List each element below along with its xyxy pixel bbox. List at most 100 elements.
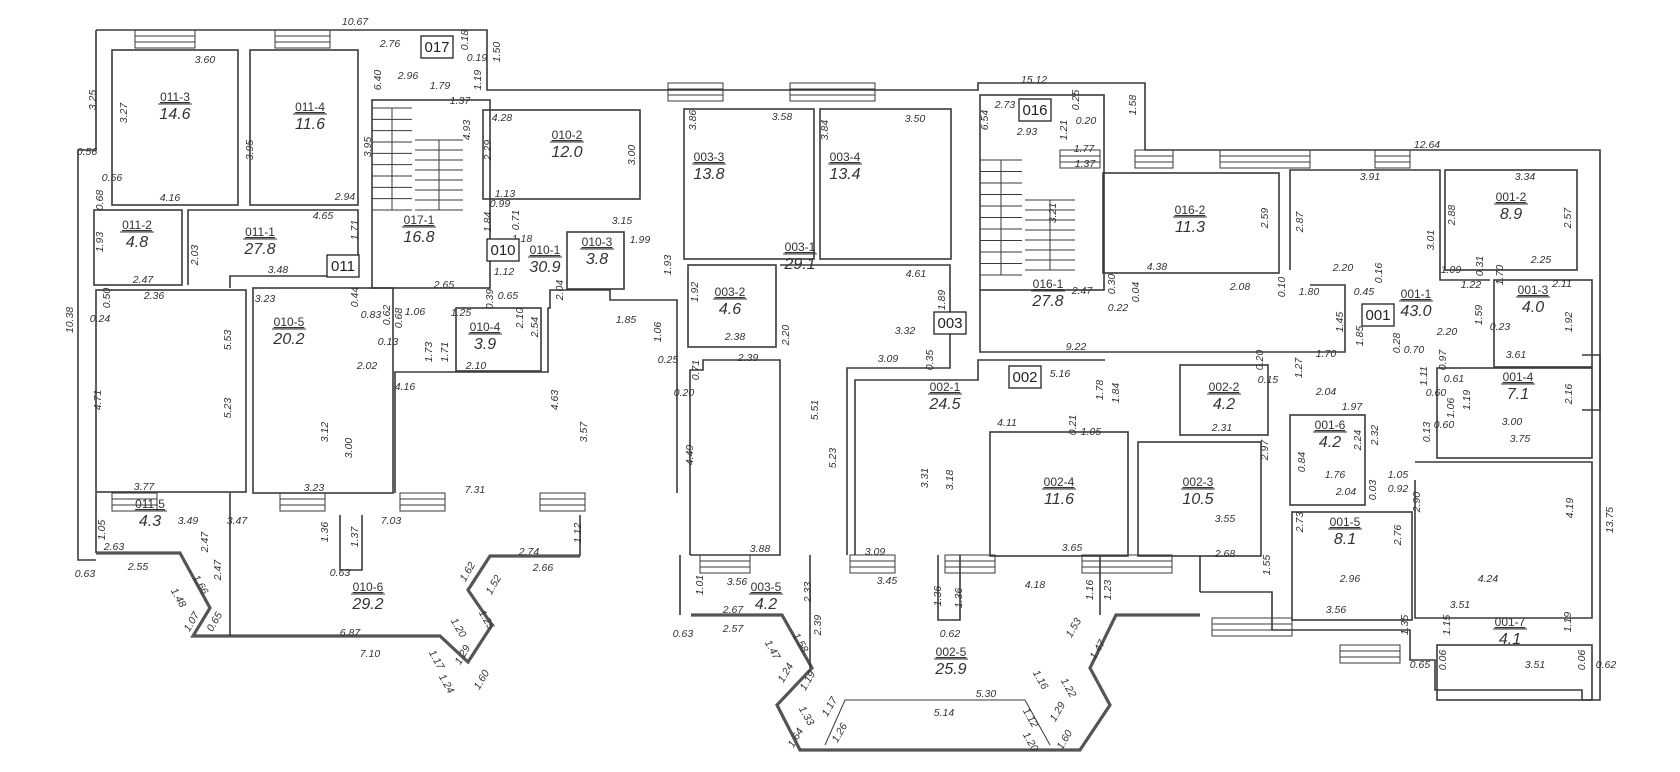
dimension-label: 1.27 xyxy=(1293,357,1305,379)
window-icon xyxy=(789,82,876,102)
dimension-label: 1.12 xyxy=(572,523,584,544)
dimension-label: 1.22 xyxy=(1058,676,1079,700)
room-id: 010-6 xyxy=(353,580,384,594)
dimension-label: 4.24 xyxy=(1478,573,1499,585)
room-area: 4.8 xyxy=(126,234,148,251)
dimension-label: 1.52 xyxy=(484,573,505,597)
room-area: 13.8 xyxy=(693,166,724,183)
dimension-label: 0.39 xyxy=(484,289,496,310)
dimension-label: 0.06 xyxy=(1437,650,1449,671)
dimension-label: 5.16 xyxy=(1050,368,1071,380)
room-area: 3.9 xyxy=(474,336,496,353)
stairs-icon xyxy=(372,107,412,211)
section-tag: 011 xyxy=(326,254,360,278)
dimension-label: 1.24 xyxy=(436,672,457,696)
room-area: 4.0 xyxy=(1522,299,1544,316)
window-icon xyxy=(1339,644,1401,664)
room-area: 7.1 xyxy=(1507,386,1529,403)
room-area: 4.2 xyxy=(755,596,777,613)
dimension-label: 10.38 xyxy=(64,307,76,333)
dimension-label: 0.63 xyxy=(75,568,96,580)
dimension-label: 2.76 xyxy=(1392,525,1404,547)
dimension-label: 3.95 xyxy=(244,140,256,161)
dimension-label: 3.75 xyxy=(1510,433,1531,445)
dimension-label: 2.68 xyxy=(1214,548,1236,560)
dimension-label: 2.88 xyxy=(1446,205,1458,227)
dimension-label: 3.47 xyxy=(227,515,249,527)
window-icon xyxy=(849,554,896,574)
room-id: 001-2 xyxy=(1496,190,1527,204)
dimension-label: 1.79 xyxy=(430,80,451,92)
room-id: 002-5 xyxy=(936,645,967,659)
section-tag: 017 xyxy=(420,35,454,59)
dimension-label: 1.17 xyxy=(426,648,447,673)
walls xyxy=(77,29,1601,701)
dimension-label: 1.53 xyxy=(1064,616,1085,640)
room-area: 11.6 xyxy=(1044,491,1074,508)
dimension-label: 1.15 xyxy=(1441,615,1453,636)
window-icon xyxy=(134,29,196,49)
room-label: 016-127.8 xyxy=(1031,277,1065,310)
room-area: 11.3 xyxy=(1175,219,1205,236)
dimension-label: 1.17 xyxy=(820,694,841,719)
dimension-label: 1.70 xyxy=(1494,265,1506,286)
dimension-label: 2.10 xyxy=(465,360,487,372)
dimension-label: 3.57 xyxy=(578,421,590,443)
dimension-label: 1.37 xyxy=(450,95,472,107)
room-outline-left xyxy=(95,289,247,493)
room-label: 010-43.9 xyxy=(468,320,502,353)
room-label: 003-24.6 xyxy=(713,285,747,318)
window-icon xyxy=(1059,149,1101,169)
dimension-label: 4.71 xyxy=(92,390,104,410)
dimension-label: 3.51 xyxy=(1525,659,1545,671)
dimension-label: 0.30 xyxy=(1106,274,1118,295)
dimension-label: 3.00 xyxy=(626,145,638,166)
dimension-label: 2.54 xyxy=(529,317,541,339)
room-label: 010-33.8 xyxy=(580,235,614,268)
dimension-label: 1.60 xyxy=(472,668,493,692)
dimension-label: 3.27 xyxy=(118,102,130,124)
stair-017 xyxy=(371,99,491,289)
dimension-label: 0.44 xyxy=(349,287,361,308)
dimension-label: 2.97 xyxy=(1259,439,1271,462)
window-icon xyxy=(667,82,724,102)
room-label: 002-310.5 xyxy=(1181,475,1215,508)
room-id: 002-1 xyxy=(930,380,961,394)
dimension-label: 3.48 xyxy=(268,264,289,276)
dimension-label: 2.04 xyxy=(554,280,566,302)
room-outline-011-4 xyxy=(249,49,359,206)
window-icon xyxy=(1081,554,1173,574)
dimension-label: 2.33 xyxy=(802,582,814,604)
dimension-label: 3.00 xyxy=(343,438,355,459)
dimension-label: 1.45 xyxy=(1334,312,1346,333)
dimension-label: 1.36 xyxy=(953,588,965,609)
dimension-label: 5.30 xyxy=(976,688,997,700)
room-area: 24.5 xyxy=(928,396,960,413)
dimension-label: 2.57 xyxy=(1562,207,1574,230)
dimension-label: 2.03 xyxy=(189,245,201,267)
room-id: 002-2 xyxy=(1209,380,1240,394)
dimension-label: 2.20 xyxy=(1436,326,1458,338)
dimension-label: 1.84 xyxy=(1110,383,1122,404)
dimension-label: 0.56 xyxy=(102,172,123,184)
dimension-label: 4.93 xyxy=(461,120,473,141)
room-label: 010-212.0 xyxy=(550,128,584,161)
room-id: 011-4 xyxy=(295,100,325,114)
dimension-label: 3.09 xyxy=(878,353,899,365)
dimension-label: 1.33 xyxy=(796,704,817,728)
room-outline-011-3 xyxy=(111,49,239,206)
dimension-label: 1.66 xyxy=(190,573,211,597)
dimension-label: 1.21 xyxy=(1058,120,1070,140)
dimension-label: 2.55 xyxy=(127,561,149,573)
room-outline-001-big xyxy=(1414,461,1593,619)
dimension-label: 0.03 xyxy=(1367,480,1379,501)
dimension-label: 4.18 xyxy=(1025,579,1046,591)
room-label: 003-313.8 xyxy=(692,150,726,183)
dimension-label: 6.87 xyxy=(340,627,362,639)
outer-wall-left xyxy=(77,30,97,561)
dimension-label: 1.93 xyxy=(94,232,106,253)
dimension-label: 1.19 xyxy=(1461,390,1473,411)
dimension-label: 3.45 xyxy=(877,575,898,587)
